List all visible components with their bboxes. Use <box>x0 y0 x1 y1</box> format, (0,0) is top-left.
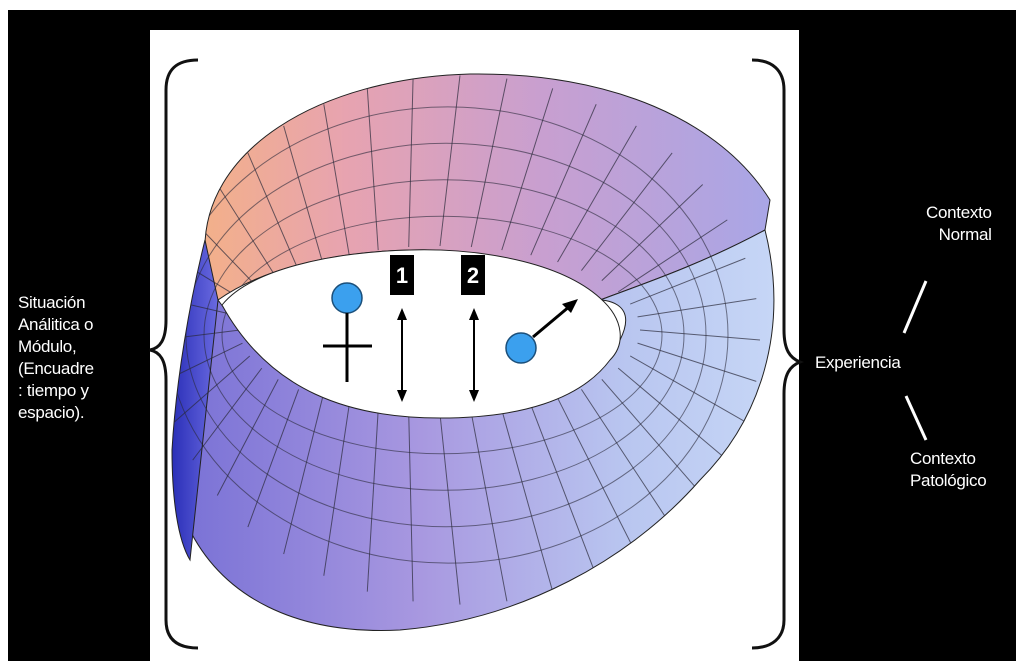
grid-radial-line <box>530 104 597 256</box>
marker-box-1: 1 <box>390 255 414 295</box>
grid-radial-line <box>637 298 757 318</box>
grid-radial-line <box>470 78 508 248</box>
patologico-line: Contexto <box>910 449 976 468</box>
grid-radial-line <box>470 412 508 602</box>
grid-radial-line <box>439 75 461 247</box>
left-label-line: Situación <box>18 293 86 312</box>
marker-1-text: 1 <box>396 263 408 288</box>
left-label-situacion: Situación Análitica o Módulo, (Encuadre … <box>18 292 94 424</box>
grid-radial-line <box>530 404 597 576</box>
marker-box-2: 2 <box>461 255 485 295</box>
grid-radial-line <box>366 88 379 251</box>
female-symbol-icon <box>323 282 372 382</box>
left-brace <box>149 58 199 650</box>
grid-radial-line <box>501 409 554 592</box>
mobius-grid <box>172 75 761 605</box>
patologico-line: Patológico <box>910 471 987 490</box>
grid-ring <box>221 215 663 455</box>
grid-ring <box>172 106 729 564</box>
grid-ring <box>185 142 707 528</box>
grid-radial-line <box>283 397 323 555</box>
grid-radial-line <box>247 389 300 528</box>
grid-radial-line <box>283 125 323 263</box>
male-symbol-icon <box>505 299 578 364</box>
label-experiencia: Experiencia <box>815 352 901 374</box>
grid-radial-line <box>408 78 414 248</box>
grid-radial-line <box>630 257 746 305</box>
grid-radial-line <box>601 379 704 496</box>
grid-radial-line <box>192 367 263 461</box>
grid-radial-line <box>439 413 461 605</box>
left-label-line: (Encuadre <box>18 359 94 378</box>
marker-2-text: 2 <box>467 263 479 288</box>
normal-line: Normal <box>938 225 992 244</box>
grid-radial-line <box>581 389 673 528</box>
double-headed-arrow-icon <box>397 308 407 402</box>
mobius-left-twist <box>171 239 219 562</box>
grid-radial-line <box>637 342 757 382</box>
grid-ring <box>203 179 685 491</box>
left-label-line: Análitica o <box>18 315 94 334</box>
connector-patologico <box>904 395 928 441</box>
right-brace <box>751 58 805 650</box>
grid-radial-line <box>408 412 414 602</box>
grid-radial-line <box>639 329 761 341</box>
left-label-line: Módulo, <box>18 337 77 356</box>
grid-radial-line <box>323 104 350 256</box>
experiencia-text: Experiencia <box>815 353 901 372</box>
grid-radial-line <box>323 404 350 576</box>
label-contexto-normal: Contexto Normal <box>926 202 992 246</box>
mobius-inner-hole <box>221 249 621 419</box>
grid-radial-line <box>557 397 637 555</box>
grid-radial-line <box>617 367 728 461</box>
grid-radial-line <box>247 152 300 271</box>
grid-radial-line <box>557 125 637 263</box>
left-label-line: : tiempo y <box>18 381 89 400</box>
normal-line: Contexto <box>926 203 992 222</box>
connector-normal <box>902 280 928 334</box>
left-label-line: espacio). <box>18 403 85 422</box>
double-headed-arrow-icon <box>469 308 479 402</box>
grid-radial-line <box>216 184 279 281</box>
grid-radial-line <box>366 409 379 592</box>
grid-radial-line <box>501 88 554 251</box>
grid-radial-line <box>174 355 251 423</box>
label-contexto-patologico: Contexto Patológico <box>910 448 987 492</box>
grid-radial-line <box>629 355 746 423</box>
